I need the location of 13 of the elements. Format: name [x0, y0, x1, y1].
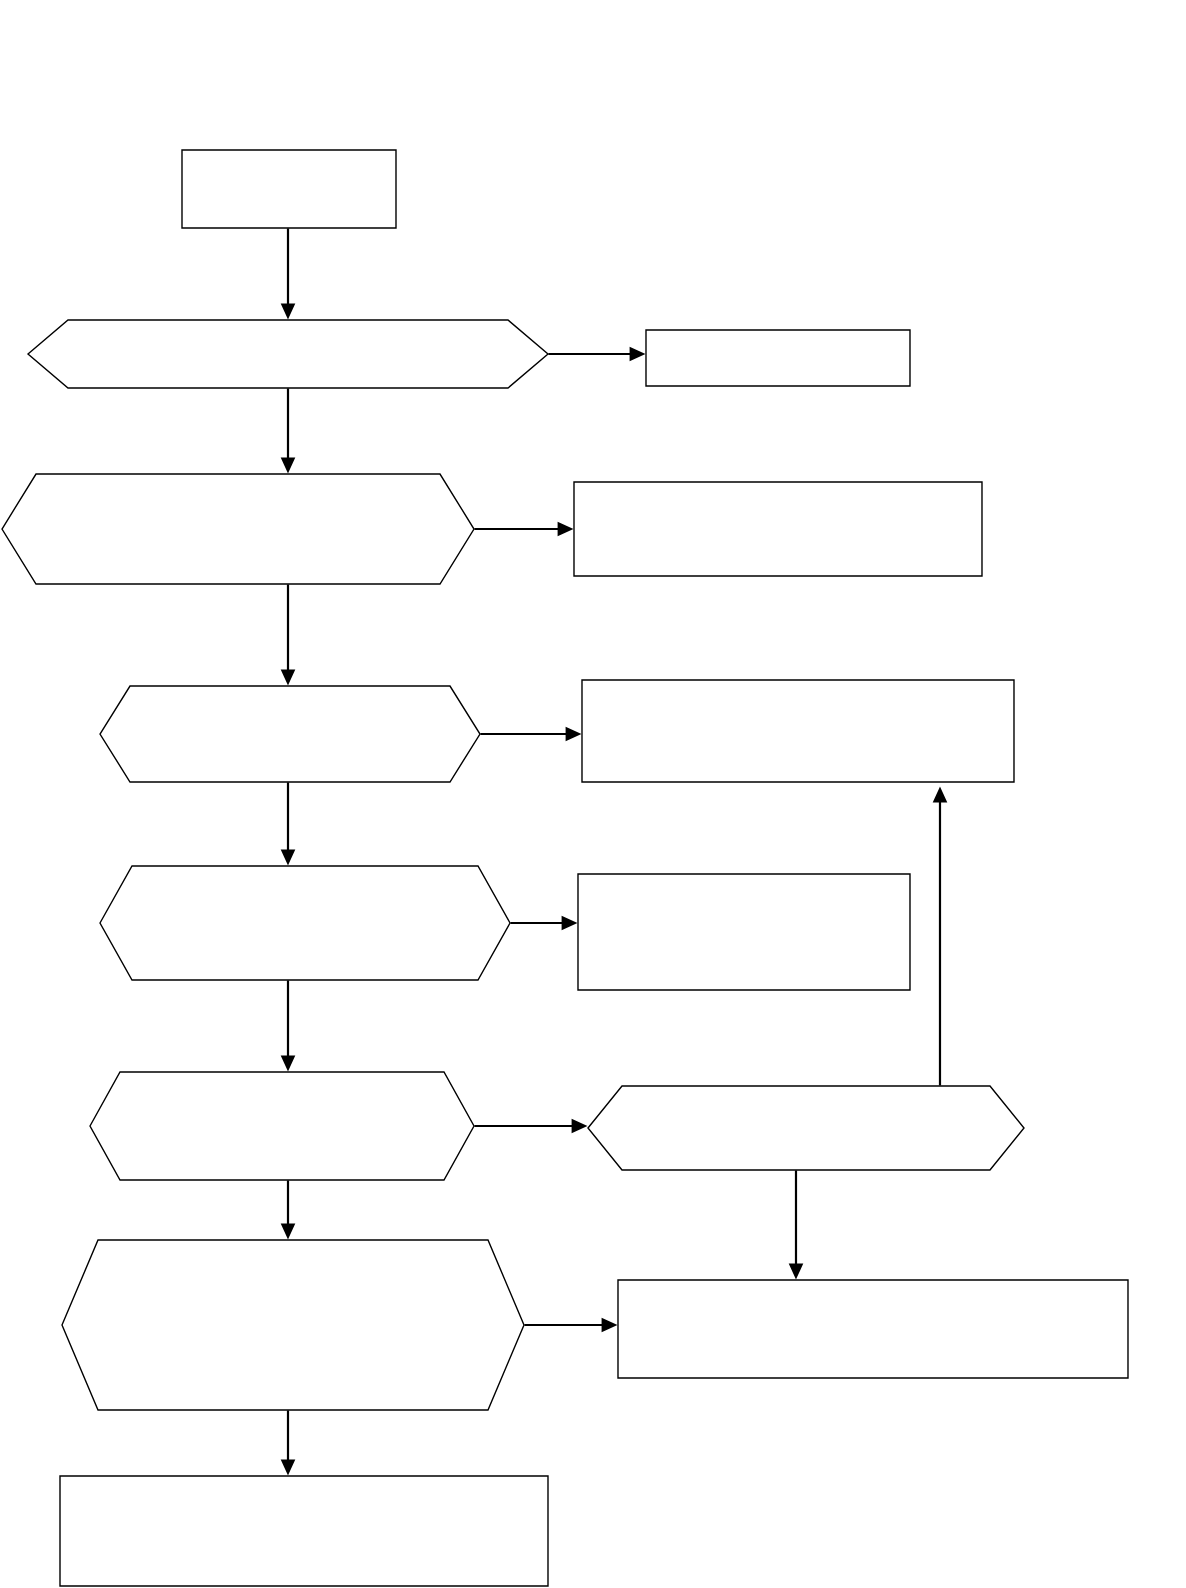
process-box [577, 873, 911, 991]
process-box [645, 329, 911, 387]
decision-hexagon [61, 1239, 525, 1411]
decision-hexagon [99, 685, 481, 783]
process-box [181, 149, 397, 229]
process-box [573, 481, 983, 577]
decision-hexagon [587, 1085, 1025, 1171]
process-box [581, 679, 1015, 783]
process-box [59, 1475, 549, 1587]
decision-hexagon [1, 473, 475, 585]
decision-hexagon [89, 1071, 475, 1181]
process-box [617, 1279, 1129, 1379]
decision-hexagon [99, 865, 511, 981]
